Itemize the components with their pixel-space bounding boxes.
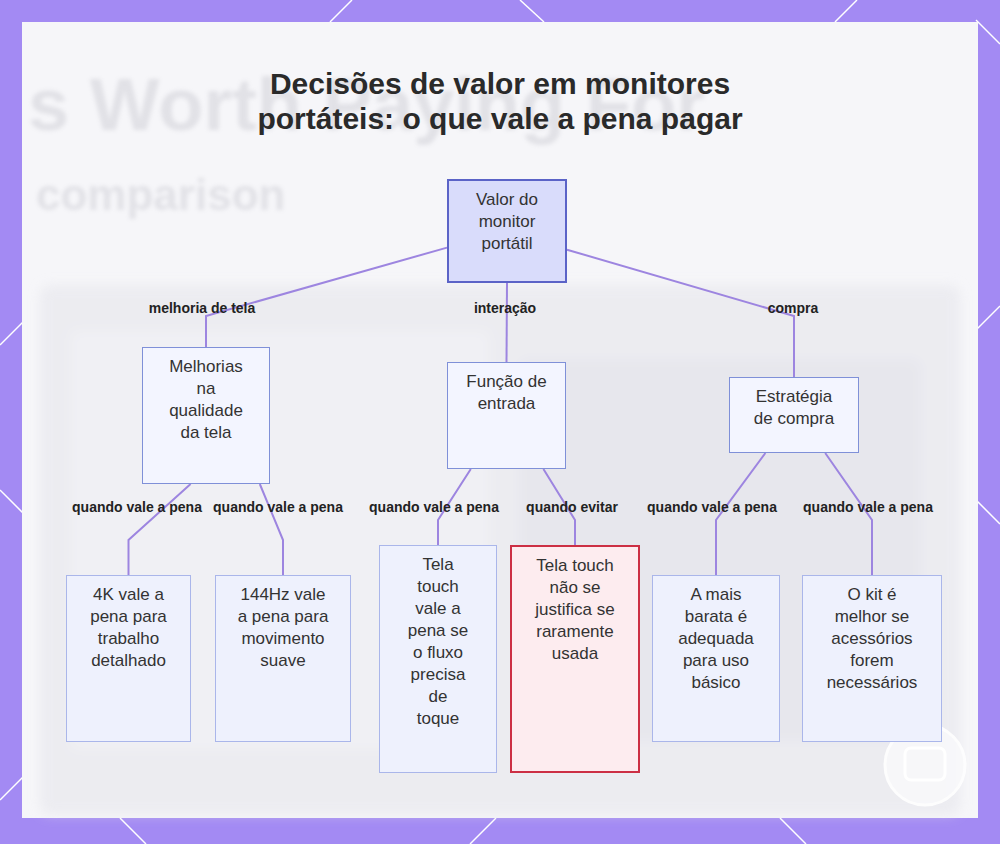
- connector-line: [506, 283, 509, 362]
- node-text: A mais barata é adequada para uso básico: [674, 584, 758, 694]
- decor-line: [520, 0, 544, 22]
- node-text: 144Hz vale a pena para movimento suave: [237, 584, 329, 672]
- decor-line: [470, 818, 496, 844]
- decor-line: [0, 490, 24, 514]
- edge-label: melhoria de tela: [149, 300, 256, 316]
- node-text: 4K vale a pena para trabalho detalhado: [85, 584, 173, 672]
- edge-label: quando vale a pena: [369, 499, 499, 515]
- node-text: Melhorias na qualidade da tela: [161, 356, 251, 444]
- node-text: Estratégia de compra: [746, 386, 842, 430]
- blurred-screenshot: [40, 285, 960, 815]
- connector-line: [129, 484, 191, 575]
- card-background: [22, 22, 978, 818]
- connector-line: [206, 248, 447, 347]
- edge-label: quando vale a pena: [213, 499, 343, 515]
- decor-line: [976, 306, 1000, 330]
- decor-line: [976, 20, 1000, 44]
- badge-icon: [905, 748, 945, 780]
- connector-line: [260, 484, 283, 575]
- root-box: Valor do monitor portátil: [447, 179, 567, 283]
- background-text: comparison: [36, 170, 285, 220]
- edge-label: quando vale a pena: [803, 499, 933, 515]
- outcome-box: 144Hz vale a pena para movimento suave: [215, 575, 351, 742]
- node-text: Valor do monitor portátil: [465, 189, 549, 255]
- decor-line: [0, 321, 24, 345]
- decor-line: [976, 500, 1000, 524]
- node-text: O kit é melhor se acessórios forem neces…: [826, 584, 918, 694]
- edge-label: quando vale a pena: [72, 499, 202, 515]
- outcome-box: 4K vale a pena para trabalho detalhado: [66, 575, 191, 742]
- decor-line: [330, 0, 352, 22]
- blurred-panel: [40, 285, 960, 815]
- decor-line: [0, 776, 24, 800]
- decor-line: [120, 818, 146, 844]
- node-text: Tela touch não se justifica se raramente…: [531, 555, 619, 665]
- decor-line: [835, 0, 857, 22]
- category-box: Estratégia de compra: [729, 377, 859, 453]
- edge-label: quando evitar: [526, 499, 618, 515]
- node-text: Tela touch vale a pena se o fluxo precis…: [406, 554, 470, 730]
- decor-line: [780, 818, 806, 844]
- edge-label: quando vale a pena: [647, 499, 777, 515]
- connector-line: [567, 250, 794, 377]
- outcome-box: O kit é melhor se acessórios forem neces…: [802, 575, 942, 742]
- category-box: Melhorias na qualidade da tela: [142, 347, 270, 484]
- edge-label: compra: [768, 300, 819, 316]
- outcome-box: Tela touch vale a pena se o fluxo precis…: [379, 545, 497, 773]
- diagram-title: Decisões de valor em monitores portáteis…: [220, 66, 780, 136]
- edge-label: interação: [474, 300, 536, 316]
- outcome-box: A mais barata é adequada para uso básico: [652, 575, 780, 742]
- warning-box: Tela touch não se justifica se raramente…: [510, 545, 640, 773]
- category-box: Função de entrada: [447, 362, 566, 469]
- node-text: Função de entrada: [465, 371, 549, 415]
